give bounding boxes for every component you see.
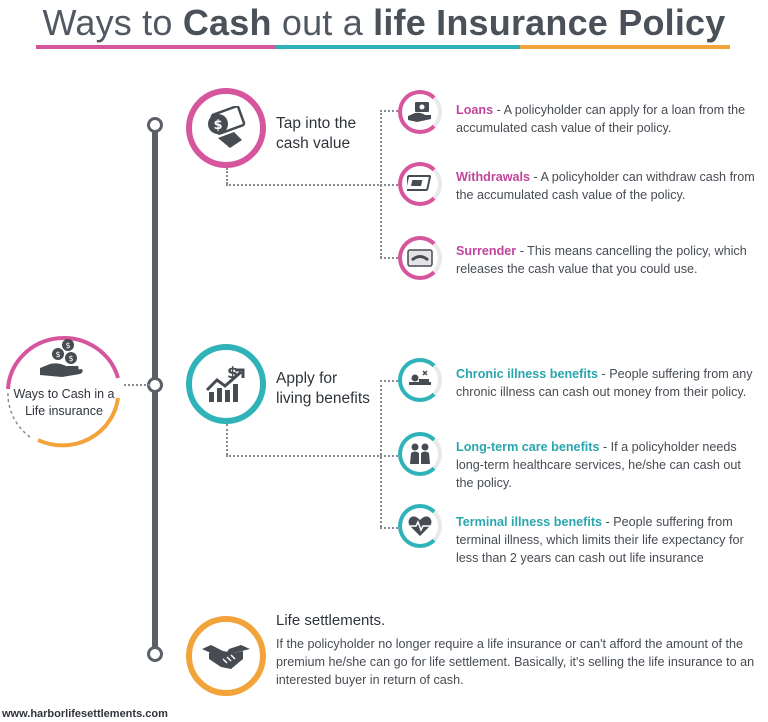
category-label-tap-cash: Tap into the cash value [276,115,357,152]
terminal-text: Terminal illness benefits - People suffe… [456,515,744,565]
title-underline-teal [276,45,520,49]
svg-text:$: $ [227,364,238,382]
loans-icon-circle [398,90,442,134]
hub-label: Ways to Cash in a Life insurance [13,387,115,418]
money-hand-icon: $ $ $ [40,339,83,377]
branch-2-across [226,455,382,457]
illness-icon [409,370,431,385]
branch-2-tick-1 [380,380,398,382]
timeline-node-1 [147,117,163,133]
branch-2-down [226,424,228,455]
loans-text: Loans - A policyholder can apply for a l… [456,103,746,135]
branch-2-vertical [380,380,382,527]
branch-1-down [226,168,228,184]
svg-text:$: $ [68,354,73,363]
hub-ring [6,335,120,448]
title-underline-orange [520,45,730,49]
branch-2-tick-3 [380,527,398,529]
heart-pulse-icon [408,516,432,536]
atm-withdraw-icon [407,175,431,191]
chronic-icon-circle [398,358,442,402]
branch-1-tick-2 [380,184,398,186]
long-term-icon-circle [398,432,442,476]
branch-2-tick-2 [380,455,398,457]
withdrawals-text: Withdrawals - A policyholder can withdra… [456,170,755,202]
branch-1-across [226,184,382,186]
timeline-node-3 [147,646,163,662]
loan-hand-icon [408,102,431,122]
page-title: Ways to Cash out a life Insurance Policy [42,2,726,43]
elderly-care-icon [410,443,430,464]
title-underline-magenta [36,45,276,49]
living-benefits-circle: $ [186,344,266,424]
chronic-text: Chronic illness benefits - People suffer… [456,367,753,399]
branch-1-tick-3 [380,257,398,259]
branch-1-tick-1 [380,110,398,112]
cash-check-icon: $ [208,106,246,148]
footer-url[interactable]: www.harborlifesettlements.com [2,708,168,720]
growth-chart-icon: $ [205,364,245,402]
surrender-icon-circle [398,236,442,280]
surrender-icon [407,249,433,267]
svg-text:$: $ [65,341,70,350]
tap-cash-value-circle: $ [186,88,266,168]
handshake-icon [202,645,250,669]
svg-text:$: $ [213,118,222,133]
long-term-text: Long-term care benefits - If a policyhol… [456,440,741,490]
settlement-circle [186,616,266,696]
terminal-icon-circle [398,504,442,548]
surrender-text: Surrender - This means cancelling the po… [456,244,747,276]
settlement-text: If the policyholder no longer require a … [276,637,755,687]
hub: $ $ $ Ways to Cash in a Life insurance [0,330,124,448]
settlement-title: Life settlements. [276,612,386,629]
svg-text:$: $ [55,350,60,359]
hub-connector [124,384,150,386]
category-label-living-benefits: Apply for living benefits [276,370,370,407]
withdrawals-icon-circle [398,162,442,206]
